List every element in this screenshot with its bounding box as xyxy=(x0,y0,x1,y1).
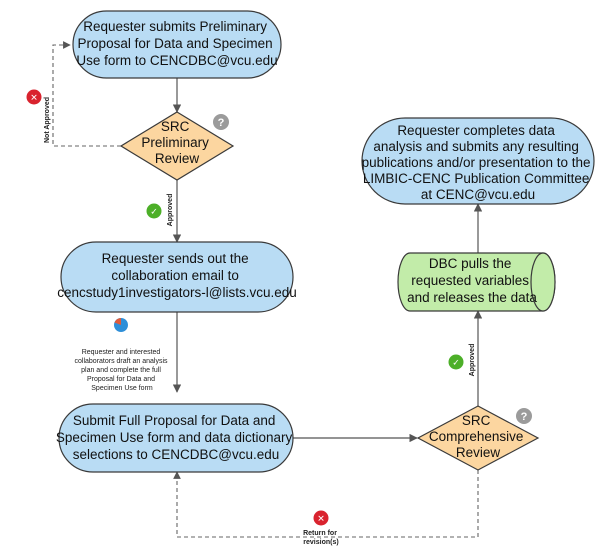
label-approved-1: Approved xyxy=(167,194,174,227)
collaboration-pie-icon xyxy=(114,318,128,332)
label-not-approved: Not Approved xyxy=(44,97,51,143)
approved-icon: ✓ xyxy=(448,354,464,370)
line: Comprehensive xyxy=(429,429,524,444)
line: at CENC@vcu.edu xyxy=(421,187,535,202)
node-collab-email-text: Requester sends out the collaboration em… xyxy=(57,251,297,300)
line: collaboration email to xyxy=(111,268,239,283)
line: Use form to CENCDBC@vcu.edu xyxy=(76,53,277,68)
line: revision(s) xyxy=(303,539,338,546)
line: LIMBIC-CENC Publication Committee xyxy=(363,171,590,186)
node-submit-preliminary xyxy=(72,10,282,79)
line: SRC xyxy=(161,119,190,134)
node-src-preliminary xyxy=(119,111,235,181)
label-return-revision: Return for revision(s) xyxy=(303,530,339,546)
line: Specimen Use form and data dictionary xyxy=(56,430,293,445)
line: and releases the data xyxy=(407,290,537,305)
help-glyph: ? xyxy=(521,411,528,423)
edge-return-revision-loop xyxy=(173,470,479,538)
line: selections to CENCDBC@vcu.edu xyxy=(73,447,280,462)
node-submit-full xyxy=(58,403,294,473)
line: analysis and submits any resulting xyxy=(373,139,579,154)
node-submit-full-text: Submit Full Proposal for Data and Specim… xyxy=(56,413,296,462)
help-icon: ? xyxy=(213,114,229,130)
line: collaborators draft an analysis xyxy=(75,358,168,365)
node-src-comprehensive xyxy=(416,405,540,471)
line: plan and complete the full xyxy=(81,367,161,374)
rejected-glyph: ✕ xyxy=(317,515,325,525)
line: Submit Full Proposal for Data and xyxy=(73,413,276,428)
rejected-icon: ✕ xyxy=(26,89,42,105)
line: publications and/or presentation to the xyxy=(362,155,591,170)
rejected-icon: ✕ xyxy=(313,510,329,526)
approved-glyph: ✓ xyxy=(452,359,460,369)
line: Proposal for Data and Specimen xyxy=(78,36,273,51)
line: Requester completes data xyxy=(397,123,555,138)
node-complete-analysis-text: Requester completes data analysis and su… xyxy=(362,123,595,202)
note-draft-analysis-plan-lines: Requester and interested collaborators d… xyxy=(75,349,170,392)
line: Review xyxy=(155,151,200,166)
line: Specimen Use form xyxy=(91,385,153,392)
line: SRC xyxy=(462,413,491,428)
approved-glyph: ✓ xyxy=(150,208,158,218)
node-collab-email xyxy=(60,241,294,313)
line: Preliminary xyxy=(141,135,209,150)
line: requested variables xyxy=(411,273,529,288)
line: Requester and interested xyxy=(82,349,161,356)
line: DBC pulls the xyxy=(429,256,512,271)
line: Proposal for Data and xyxy=(87,376,155,383)
help-glyph: ? xyxy=(218,117,225,129)
node-complete-analysis xyxy=(361,117,595,205)
node-src-preliminary-text: SRC Preliminary Review xyxy=(141,119,212,166)
line: cencstudy1investigators-l@lists.vcu.edu xyxy=(57,285,297,300)
rejected-glyph: ✕ xyxy=(30,94,38,104)
node-submit-preliminary-text: Requester submits Preliminary Proposal f… xyxy=(76,19,277,68)
node-dbc-pulls xyxy=(397,252,556,312)
line: Requester sends out the xyxy=(102,251,249,266)
node-src-comprehensive-text: SRC Comprehensive Review xyxy=(429,413,527,460)
line: Requester submits Preliminary xyxy=(83,19,267,34)
line: Return for xyxy=(303,530,337,537)
node-dbc-pulls-text: DBC pulls the requested variables and re… xyxy=(407,256,537,305)
approved-icon: ✓ xyxy=(146,203,162,219)
help-icon: ? xyxy=(516,408,532,424)
label-approved-2: Approved xyxy=(469,344,476,377)
line: Review xyxy=(456,445,501,460)
edge-not-approved-loop xyxy=(52,41,121,147)
